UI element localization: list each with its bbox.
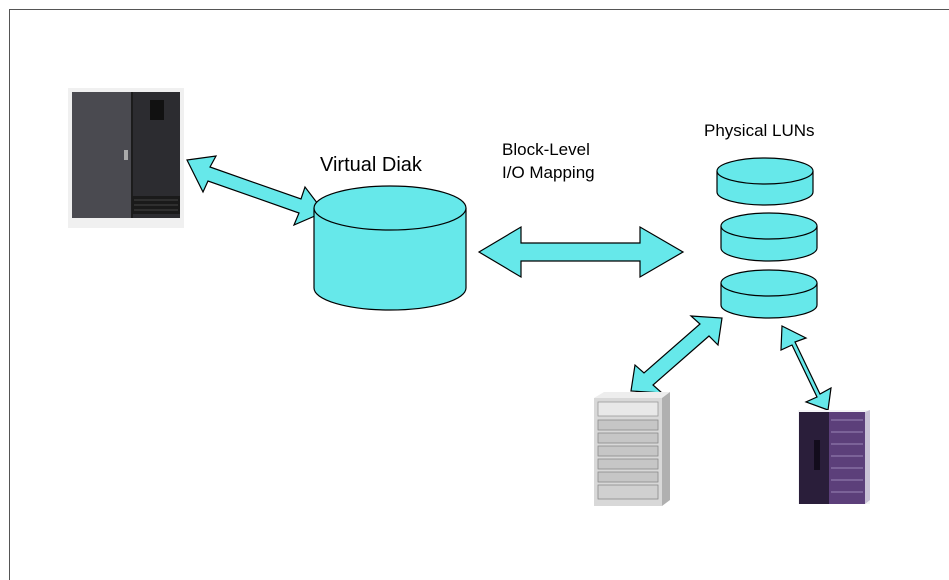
double-arrow-icon bbox=[780, 325, 832, 411]
physical-lun-icon bbox=[716, 157, 814, 206]
storage-rack-icon bbox=[594, 392, 670, 506]
double-arrow-icon bbox=[477, 225, 685, 279]
physical-luns-label: Physical LUNs bbox=[704, 121, 815, 140]
physical-lun-icon bbox=[720, 212, 818, 262]
diagram-border bbox=[9, 9, 949, 580]
mapping-label-line1: Block-Level bbox=[502, 140, 590, 159]
physical-lun-icon bbox=[720, 269, 818, 319]
double-arrow-icon bbox=[630, 315, 723, 394]
host-server-icon bbox=[68, 88, 184, 228]
storage-cabinet-icon bbox=[798, 410, 870, 504]
mapping-label-line2: I/O Mapping bbox=[502, 163, 595, 182]
double-arrow-icon bbox=[186, 155, 325, 227]
virtual-disk-icon bbox=[313, 185, 467, 311]
virtual-disk-label: Virtual Diak bbox=[320, 154, 423, 176]
